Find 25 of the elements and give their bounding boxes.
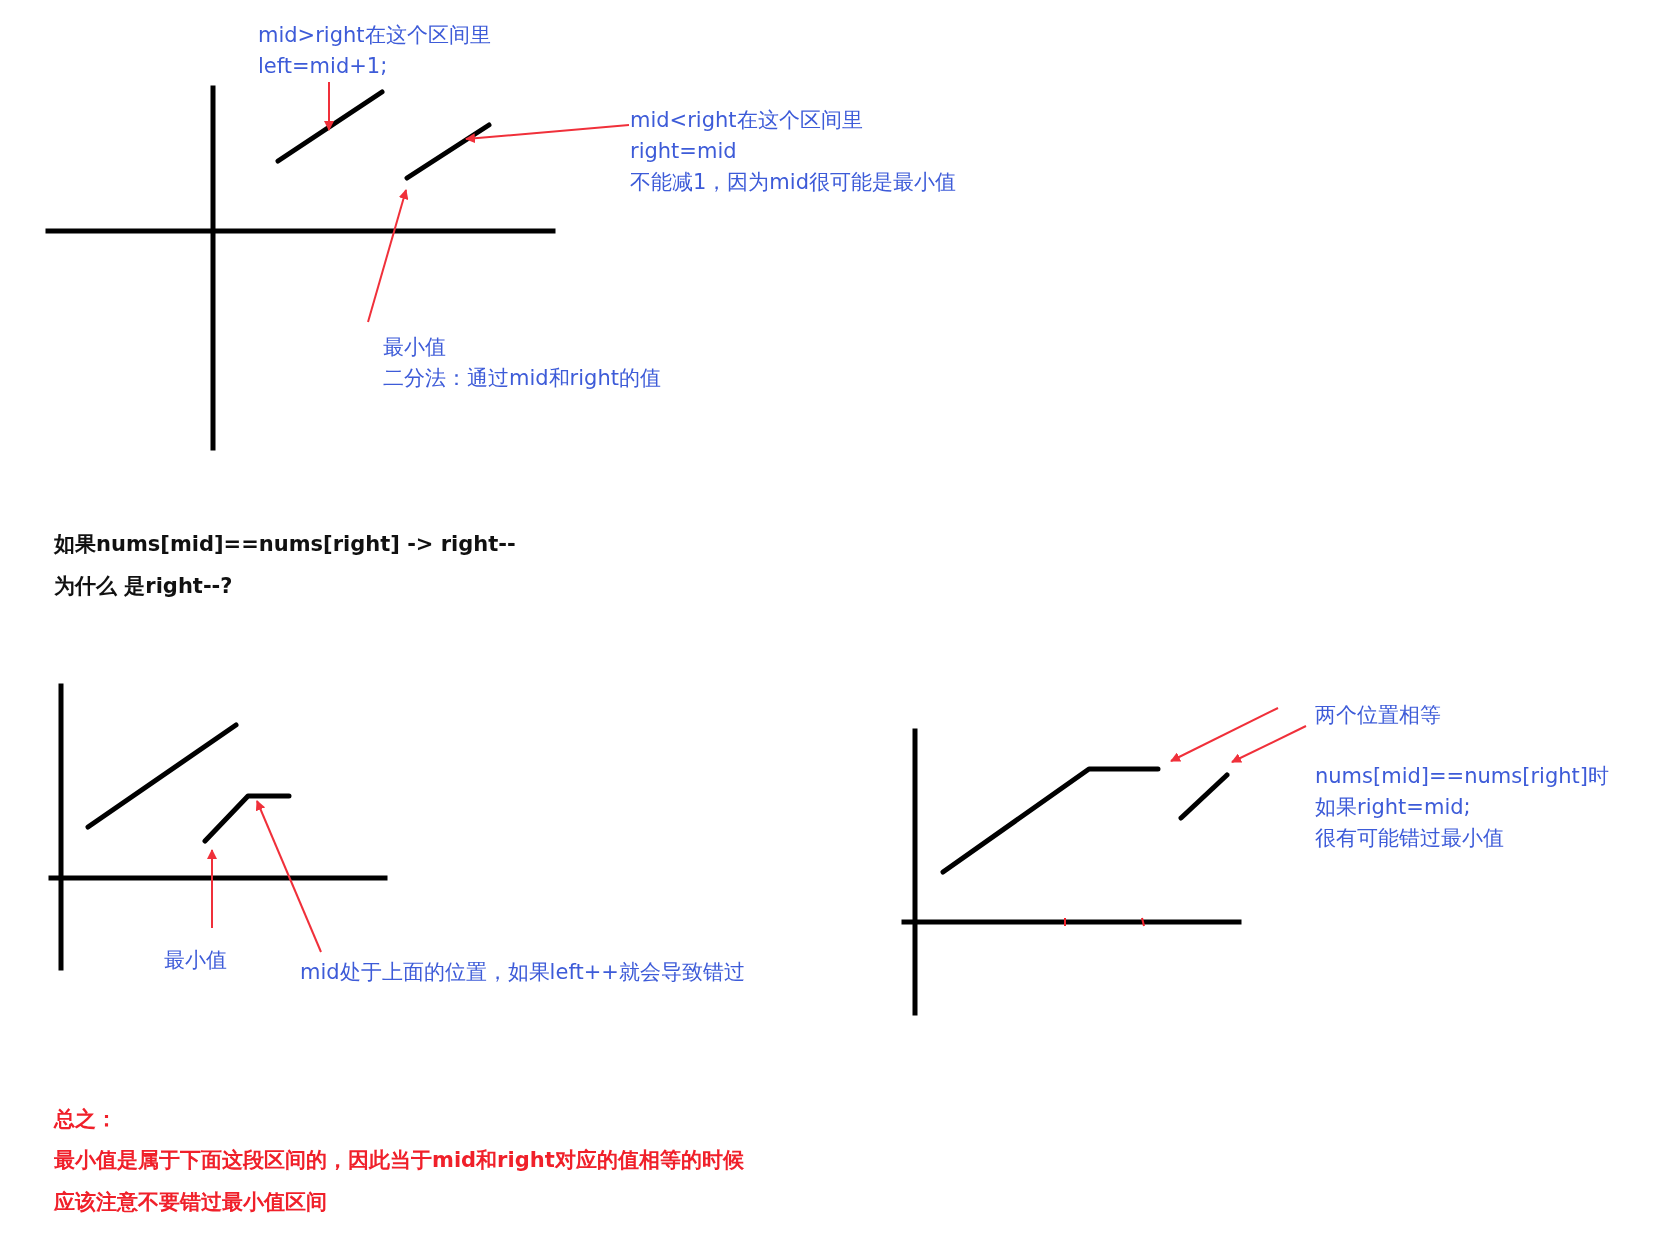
note-text: 为什么 是right--? (54, 573, 233, 600)
note-text: 如果nums[mid]==nums[right] -> right-- (54, 531, 516, 558)
arrow (255, 800, 322, 953)
arrow (1170, 707, 1279, 762)
arrow (324, 81, 334, 131)
note-text: 最小值是属于下面这段区间的，因此当于mid和right对应的值相等的时候 (54, 1147, 744, 1174)
annotation-text: 不能减1，因为mid很可能是最小值 (630, 169, 956, 196)
annotation-text: left=mid+1; (258, 53, 388, 80)
annotation-text: 最小值 (383, 334, 446, 361)
annotation-text: 二分法：通过mid和right的值 (383, 365, 661, 392)
note-text: 应该注意不要错过最小值区间 (54, 1189, 327, 1216)
annotation-text: mid>right在这个区间里 (258, 22, 491, 49)
annotation-text: 很有可能错过最小值 (1315, 825, 1504, 852)
annotation-text: 最小值 (164, 947, 227, 974)
annotation-text: 两个位置相等 (1315, 702, 1441, 729)
note-text: 总之： (54, 1106, 117, 1133)
arrow (1231, 725, 1307, 763)
arrow (207, 849, 217, 929)
annotation-text: mid处于上面的位置，如果left++就会导致错过 (300, 959, 745, 986)
annotation-text: mid<right在这个区间里 (630, 107, 863, 134)
annotation-text: 如果right=mid; (1315, 794, 1471, 821)
annotation-text: nums[mid]==nums[right]时 (1315, 763, 1609, 790)
arrow (465, 124, 630, 144)
annotation-text: right=mid (630, 138, 737, 165)
arrow (367, 189, 409, 323)
